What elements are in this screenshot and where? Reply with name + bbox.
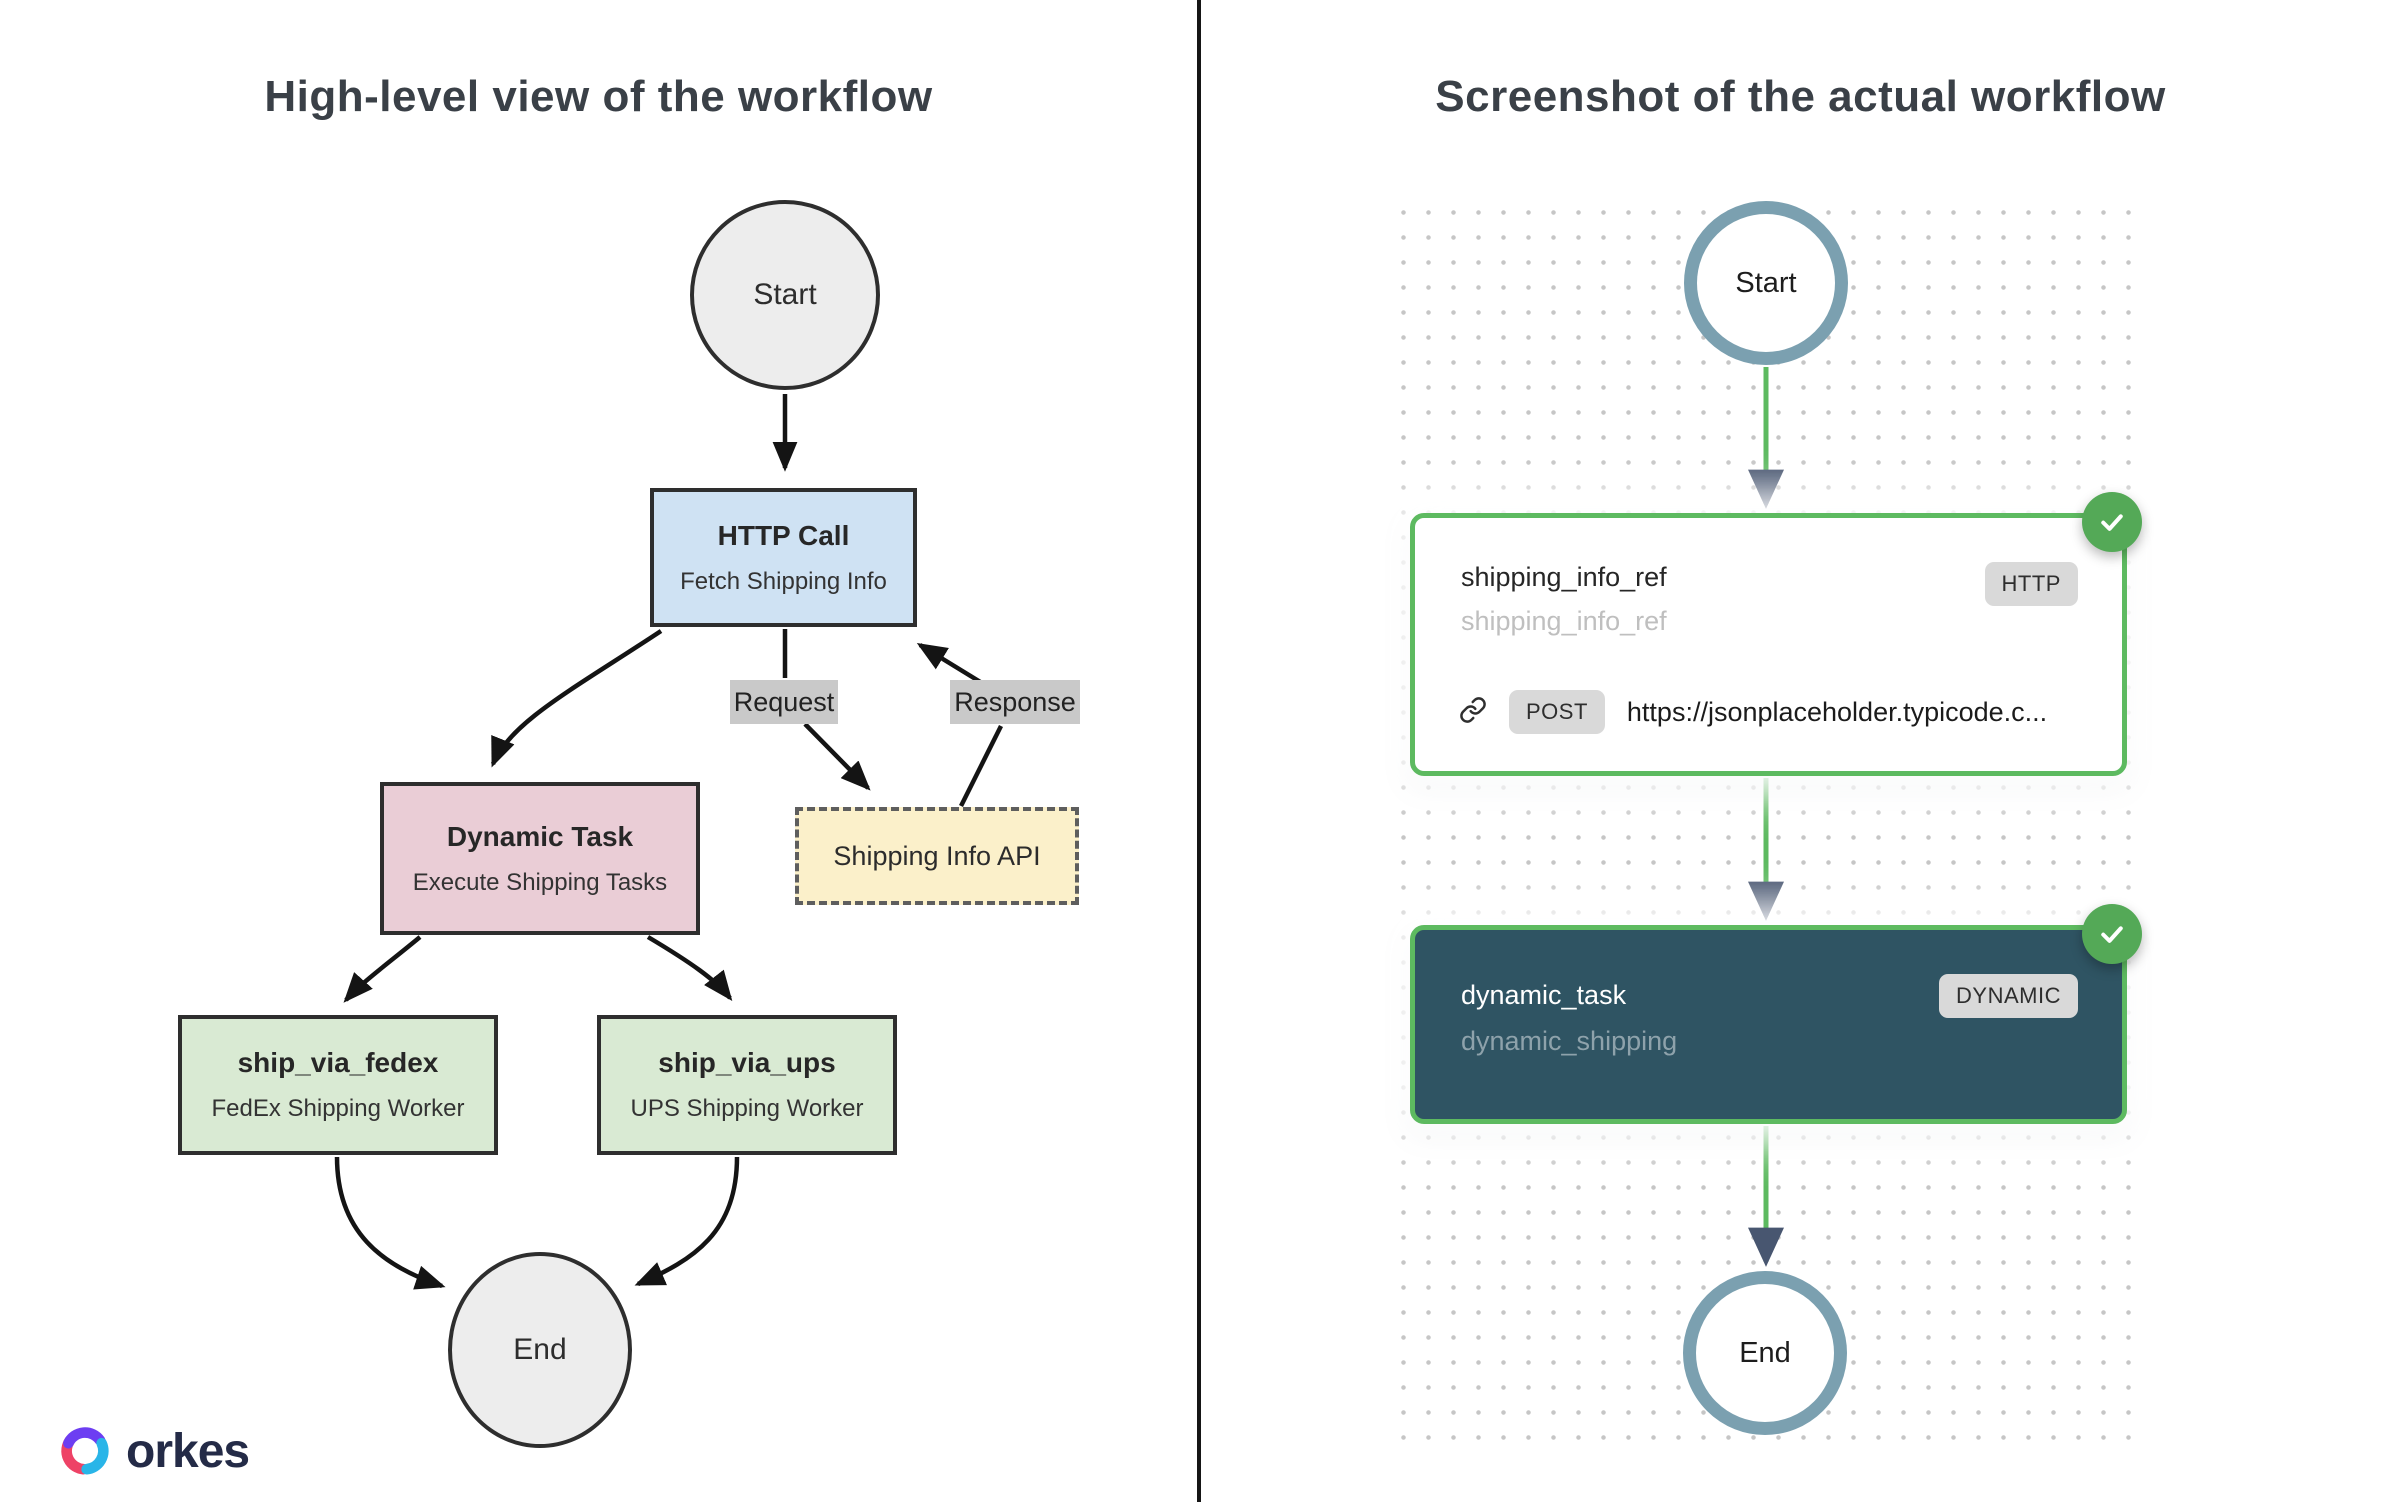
- right-panel-title: Screenshot of the actual workflow: [1435, 72, 2166, 121]
- right-panel: Screenshot of the actual workflow Start …: [1201, 0, 2400, 1502]
- shipping-info-api-label: Shipping Info API: [833, 840, 1041, 871]
- dynamic-task-box: Dynamic Task Execute Shipping Tasks: [380, 782, 700, 935]
- left-panel: High-level view of the workflow: [0, 0, 1197, 1502]
- shipping-info-api-box: Shipping Info API: [795, 807, 1079, 905]
- request-edge-label: Request: [730, 680, 838, 724]
- workflow-end-label: End: [1739, 1336, 1791, 1369]
- task-name: dynamic_task: [1461, 980, 1627, 1010]
- orkes-logo-icon: [56, 1420, 114, 1483]
- dynamic-task-title: Dynamic Task: [446, 820, 634, 852]
- ship-via-ups-box: ship_via_ups UPS Shipping Worker: [597, 1015, 897, 1155]
- ship-via-ups-subtitle: UPS Shipping Worker: [630, 1095, 864, 1122]
- response-edge-label: Response: [950, 680, 1080, 724]
- task-name: shipping_info_ref: [1461, 562, 1667, 592]
- workflow-start-node[interactable]: Start: [1684, 201, 1848, 365]
- arrow-response-to-http: [916, 643, 984, 685]
- task-reference: dynamic_shipping: [1461, 1026, 1678, 1056]
- http-call-title: HTTP Call: [717, 519, 850, 551]
- link-icon: [1459, 696, 1487, 729]
- task-type-badge: HTTP: [1984, 562, 2078, 606]
- workflow-start-label: Start: [1735, 266, 1797, 299]
- arrow-fedex-to-end: [334, 1156, 446, 1290]
- http-method-badge: POST: [1509, 690, 1605, 734]
- start-node-drawing: Start: [690, 200, 880, 390]
- arrow-dynamic-to-ups: [646, 935, 733, 1001]
- ship-via-fedex-box: ship_via_fedex FedEx Shipping Worker: [178, 1015, 498, 1155]
- http-call-box: HTTP Call Fetch Shipping Info: [650, 488, 917, 627]
- endpoint-url: https://jsonplaceholder.typicode.c...: [1626, 696, 2048, 727]
- ship-via-fedex-subtitle: FedEx Shipping Worker: [211, 1095, 465, 1122]
- task-reference: shipping_info_ref: [1461, 606, 1667, 636]
- endpoint-row: POST https://jsonplaceholder.typicode.c.…: [1459, 690, 2047, 734]
- arrow-ups-to-end: [634, 1156, 740, 1287]
- success-check-icon: [2082, 904, 2142, 964]
- left-panel-title: High-level view of the workflow: [264, 72, 933, 121]
- success-check-icon: [2082, 492, 2142, 552]
- ship-via-ups-title: ship_via_ups: [658, 1047, 836, 1078]
- task-card-dynamic-task[interactable]: dynamic_task dynamic_shipping DYNAMIC: [1410, 904, 2142, 1124]
- line-api-to-response: [958, 724, 1004, 808]
- end-node-label: End: [513, 1333, 567, 1366]
- start-node-label: Start: [753, 278, 817, 311]
- orkes-logo: orkes: [56, 1420, 250, 1483]
- task-card-shipping-info-ref[interactable]: shipping_info_ref shipping_info_ref HTTP…: [1410, 492, 2142, 776]
- end-node-drawing: End: [448, 1252, 632, 1448]
- arrow-dynamic-to-fedex: [343, 935, 422, 1003]
- orkes-logo-text: orkes: [126, 1425, 250, 1478]
- dot-grid-background: [1391, 200, 2146, 1440]
- workflow-end-node[interactable]: End: [1683, 1271, 1847, 1435]
- panel-divider: [1197, 0, 1201, 1502]
- arrow-request-to-api: [803, 722, 871, 791]
- http-call-subtitle: Fetch Shipping Info: [680, 567, 887, 595]
- task-type-badge: DYNAMIC: [1939, 974, 2078, 1018]
- ship-via-fedex-title: ship_via_fedex: [237, 1047, 439, 1078]
- dynamic-task-subtitle: Execute Shipping Tasks: [412, 868, 668, 896]
- arrow-http-to-dynamic: [490, 629, 663, 768]
